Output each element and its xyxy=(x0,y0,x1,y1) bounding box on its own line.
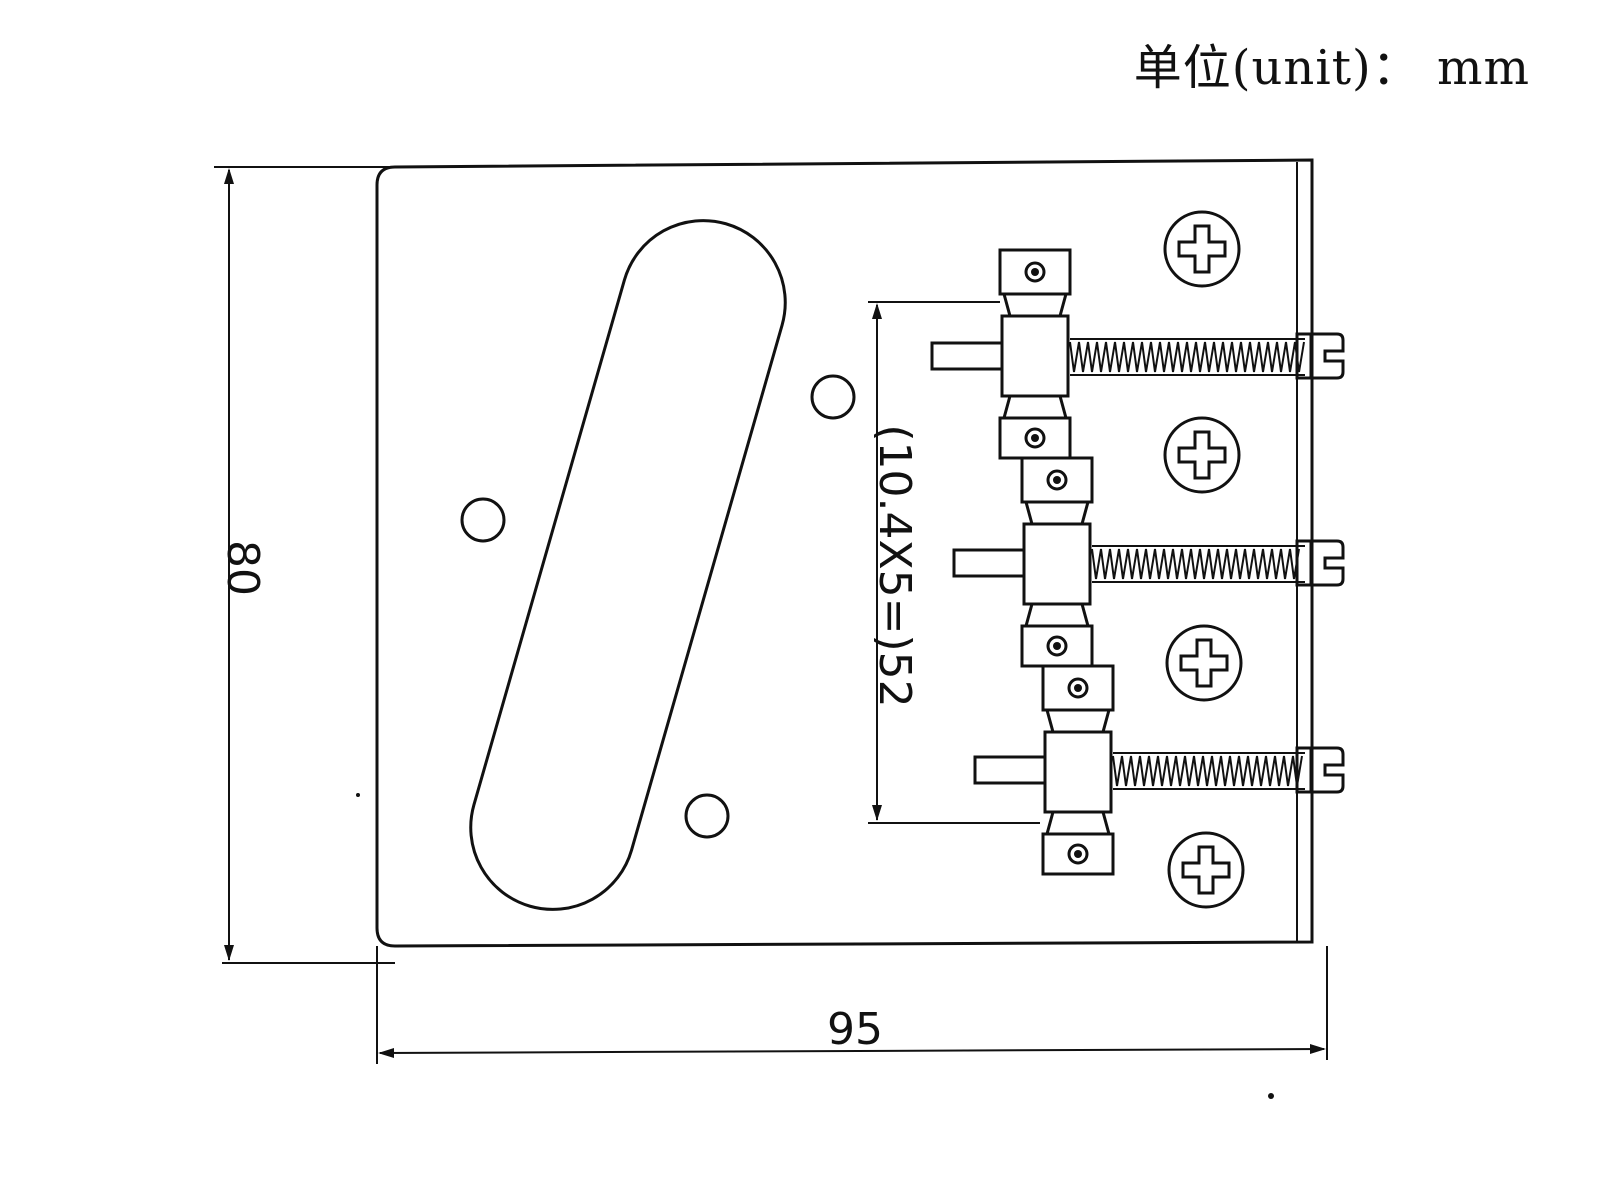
mounting-hole xyxy=(684,793,730,839)
pickup-slot xyxy=(469,219,787,911)
height-dimension: 80 xyxy=(214,166,395,964)
height-value: 80 xyxy=(217,540,268,596)
mount-screw-icon xyxy=(1167,831,1245,909)
spacing-value: (10.4X5=)52 xyxy=(869,424,920,707)
stray-dot xyxy=(356,793,360,797)
mounting-hole xyxy=(810,374,856,420)
width-value: 95 xyxy=(827,1004,883,1055)
saddle xyxy=(952,456,1345,668)
unit-label: 单位(unit)： mm xyxy=(1133,40,1530,96)
stray-dot xyxy=(1268,1093,1274,1099)
mount-screws xyxy=(1163,210,1245,909)
width-dimension: 95 xyxy=(376,946,1328,1064)
saddles xyxy=(930,248,1345,876)
mount-screw-icon xyxy=(1163,416,1241,494)
saddle xyxy=(930,248,1345,460)
base-plate xyxy=(375,158,1314,948)
mounting-hole xyxy=(460,497,506,543)
mount-screw-icon xyxy=(1165,624,1243,702)
spacing-dimension: (10.4X5=)52 xyxy=(868,301,1040,824)
saddle xyxy=(973,664,1345,876)
mount-screw-icon xyxy=(1163,210,1241,288)
